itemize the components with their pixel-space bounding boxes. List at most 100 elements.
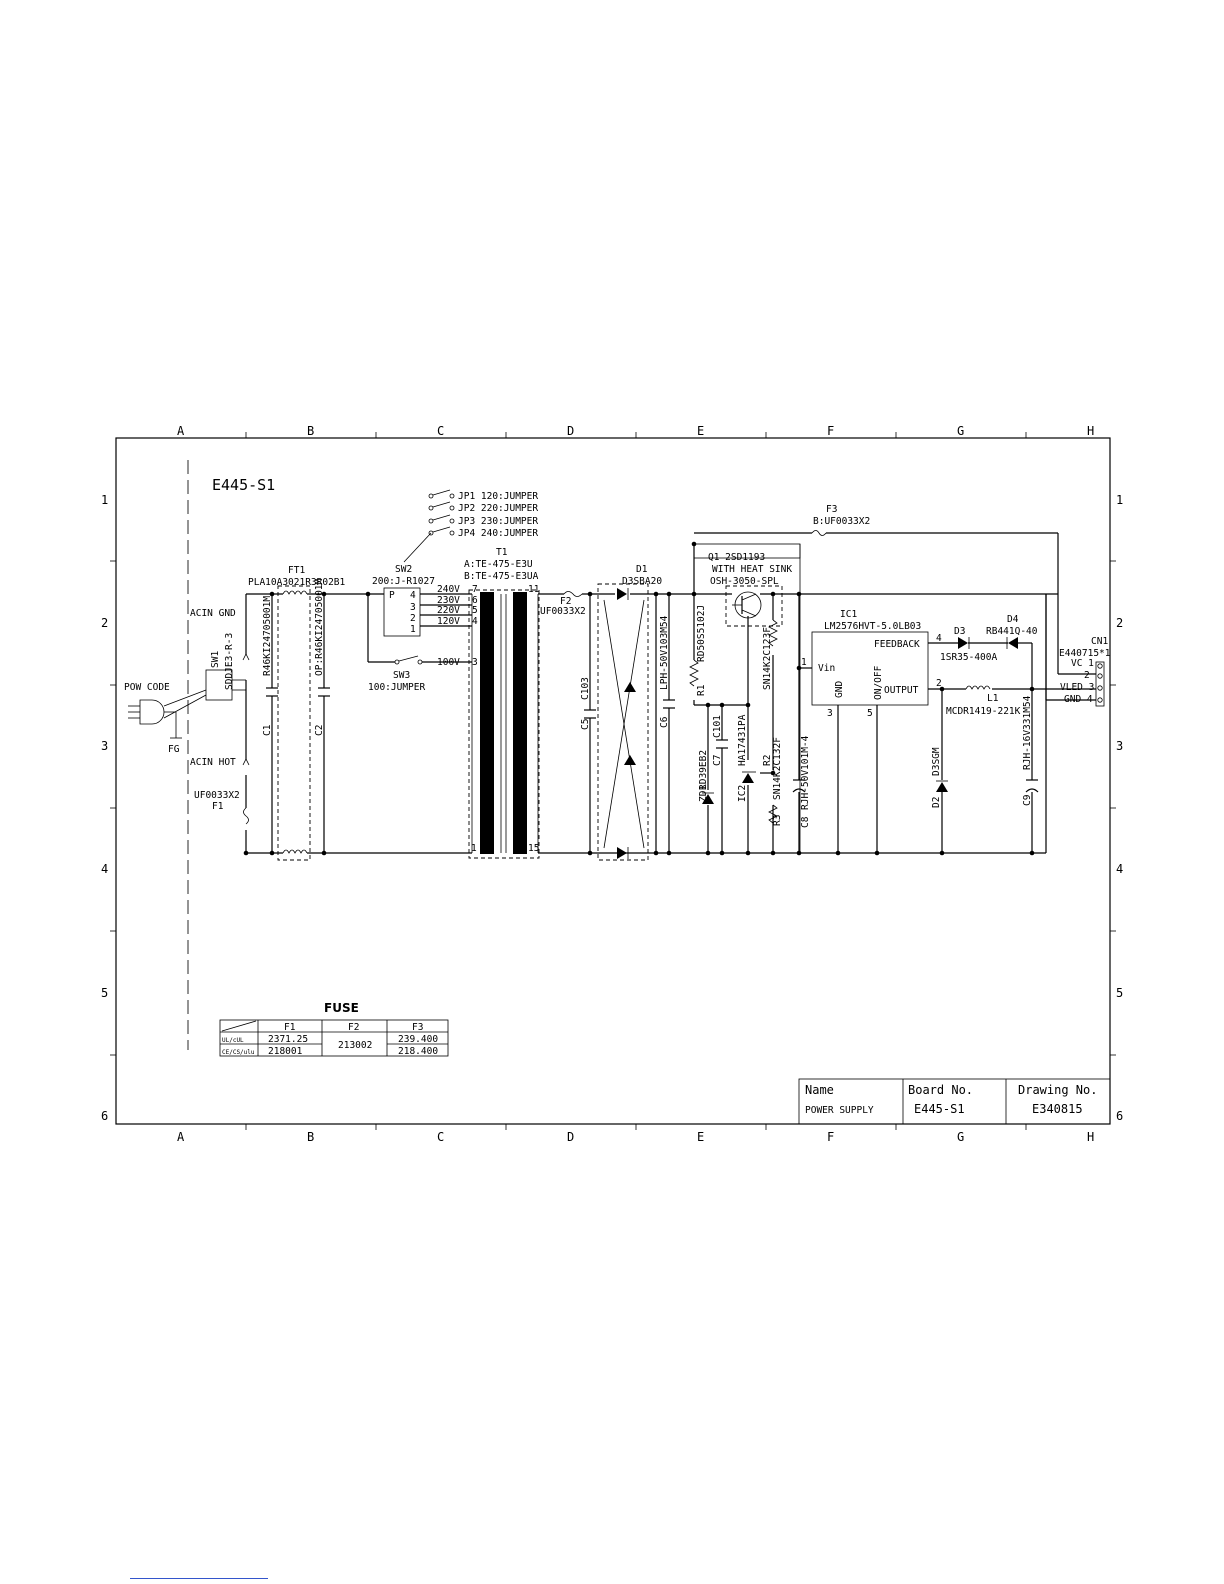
svg-text:A:TE-475-E3U: A:TE-475-E3U [464,559,533,570]
svg-text:F2: F2 [560,596,571,607]
svg-text:RJH-16V331M54: RJH-16V331M54 [1022,695,1033,770]
drawing-frame [115,437,1111,1125]
capacitor-c1-c2: R46KI24705001M C1 OP:R46KI24705001M C2 [262,578,330,736]
filter-ft1: FT1 PLA10A3021R3R02B1 [248,565,346,861]
svg-text:D2: D2 [931,797,942,808]
svg-text:IC1: IC1 [840,609,857,620]
svg-text:SW1: SW1 [210,651,221,668]
svg-text:PLA10A3021R3R02B1: PLA10A3021R3R02B1 [248,577,346,588]
svg-text:FT1: FT1 [288,565,305,576]
grid-col-bottom: C [437,1130,444,1144]
grid-col-top: C [437,424,444,438]
svg-text:1: 1 [410,624,416,635]
svg-text:T1: T1 [496,547,508,558]
svg-text:SDDJE3-R-3: SDDJE3-R-3 [224,633,235,690]
title-board-value: E445-S1 [914,1102,965,1116]
switch-sw2: P 4 3 2 1 SW2 200:J-R1027 [372,564,435,637]
grid-row-left: 2 [101,616,108,630]
svg-text:ACIN HOT: ACIN HOT [190,757,236,768]
svg-text:IC2: IC2 [737,785,748,802]
svg-text:POW CODE: POW CODE [124,682,170,693]
regulator-ic1: IC1 LM2576HVT-5.0LB03 Vin FEEDBACK OUTPU… [801,609,942,719]
svg-text:3: 3 [410,602,416,613]
svg-text:OUTPUT: OUTPUT [884,685,919,696]
fuse-f2: F2 UF0033X2 [540,591,586,617]
svg-text:D3SBA20: D3SBA20 [622,576,662,587]
svg-text:C5: C5 [580,719,591,730]
svg-text:B:UF0033X2: B:UF0033X2 [813,516,870,527]
svg-text:R46KI24705001M: R46KI24705001M [262,596,273,676]
grid-row-labels: 1 2 3 4 5 6 1 2 3 4 5 6 [101,493,1123,1123]
svg-text:CN1: CN1 [1091,636,1108,647]
svg-text:1SR35-400A: 1SR35-400A [940,652,997,663]
svg-text:UF0033X2: UF0033X2 [194,790,240,801]
fuse-cell: 218.400 [398,1046,438,1057]
svg-text:Q1 2SD1193: Q1 2SD1193 [708,552,765,563]
svg-text:UF0033X2: UF0033X2 [540,606,586,617]
svg-text:LPH-50V103M54: LPH-50V103M54 [659,615,670,690]
svg-text:4: 4 [410,590,416,601]
fuse-f3: F3 B:UF0033X2 [811,504,870,536]
fuse-header: F3 [412,1022,423,1033]
svg-text:HA17431PA: HA17431PA [737,714,748,766]
svg-text:7: 7 [472,584,478,595]
svg-text:RB441Q-40: RB441Q-40 [986,626,1038,637]
svg-text:GND 4: GND 4 [1064,694,1093,705]
svg-text:F1: F1 [212,801,224,812]
svg-text:230V: 230V [437,595,460,606]
svg-text:220V: 220V [437,605,460,616]
bridge-d1: D1 D3SBA20 [597,564,662,861]
grid-column-labels: A B C D E F G H A B C D E F G H [177,424,1094,1144]
grid-col-bottom: G [957,1130,964,1144]
svg-text:C9: C9 [1022,794,1033,806]
jumper-group: JP1 120:JUMPER JP2 220:JUMPER JP3 230:JU… [403,489,538,563]
grid-col-bottom: E [697,1130,704,1144]
svg-text:D3: D3 [954,626,965,637]
feedback-network: RD50S5102J R1 RD39EB2 ZD1 C101 C7 HA1743… [689,605,811,828]
svg-text:5: 5 [867,708,873,719]
fuse-table-title: FUSE [324,1001,359,1015]
grid-col-bottom: B [307,1130,314,1144]
svg-text:WITH HEAT SINK: WITH HEAT SINK [712,564,792,575]
svg-text:5: 5 [472,605,478,616]
svg-text:C2: C2 [314,725,325,736]
grid-row-right: 2 [1116,616,1123,630]
grid-col-top: F [827,424,834,438]
svg-text:240V: 240V [437,584,460,595]
svg-text:P: P [389,590,395,601]
grid-row-right: 3 [1116,739,1123,753]
svg-text:C103: C103 [580,677,591,700]
grid-row-left: 6 [101,1109,108,1123]
svg-text:SW2: SW2 [395,564,412,575]
jumper-label: JP2 220:JUMPER [458,503,538,514]
svg-text:120V: 120V [437,616,460,627]
grid-col-top: H [1087,424,1094,438]
svg-text:ACIN GND: ACIN GND [190,608,236,619]
fuse-row-label: CE/CS/ulu [222,1049,255,1056]
svg-text:2: 2 [1084,670,1090,681]
svg-text:SW3: SW3 [393,670,410,681]
grid-row-right: 1 [1116,493,1123,507]
fuse-cell: 218001 [268,1046,303,1057]
svg-text:6: 6 [472,595,478,606]
grid-row-left: 5 [101,986,108,1000]
svg-text:Vin: Vin [818,663,835,674]
svg-text:E440715*1: E440715*1 [1059,648,1111,659]
svg-text:FG: FG [168,744,180,755]
footer-link-underline[interactable] [130,1578,268,1579]
svg-text:SN14K2C132F: SN14K2C132F [772,737,783,800]
svg-text:R1: R1 [696,684,707,696]
title-drawing-label: Drawing No. [1018,1083,1097,1097]
title-name-value: POWER SUPPLY [805,1105,874,1116]
svg-text:VC 1: VC 1 [1071,658,1094,669]
capacitors-c5-c6: C103 C5 LPH-50V103M54 C6 [580,615,675,730]
jumper-label: JP4 240:JUMPER [458,528,538,539]
svg-text:3: 3 [472,657,478,668]
svg-text:B:TE-475-E3UA: B:TE-475-E3UA [464,571,539,582]
svg-text:1: 1 [801,657,807,668]
grid-row-right: 5 [1116,986,1123,1000]
jumper-label: JP3 230:JUMPER [458,516,538,527]
title-name-label: Name [805,1083,834,1097]
svg-text:15: 15 [528,843,539,854]
